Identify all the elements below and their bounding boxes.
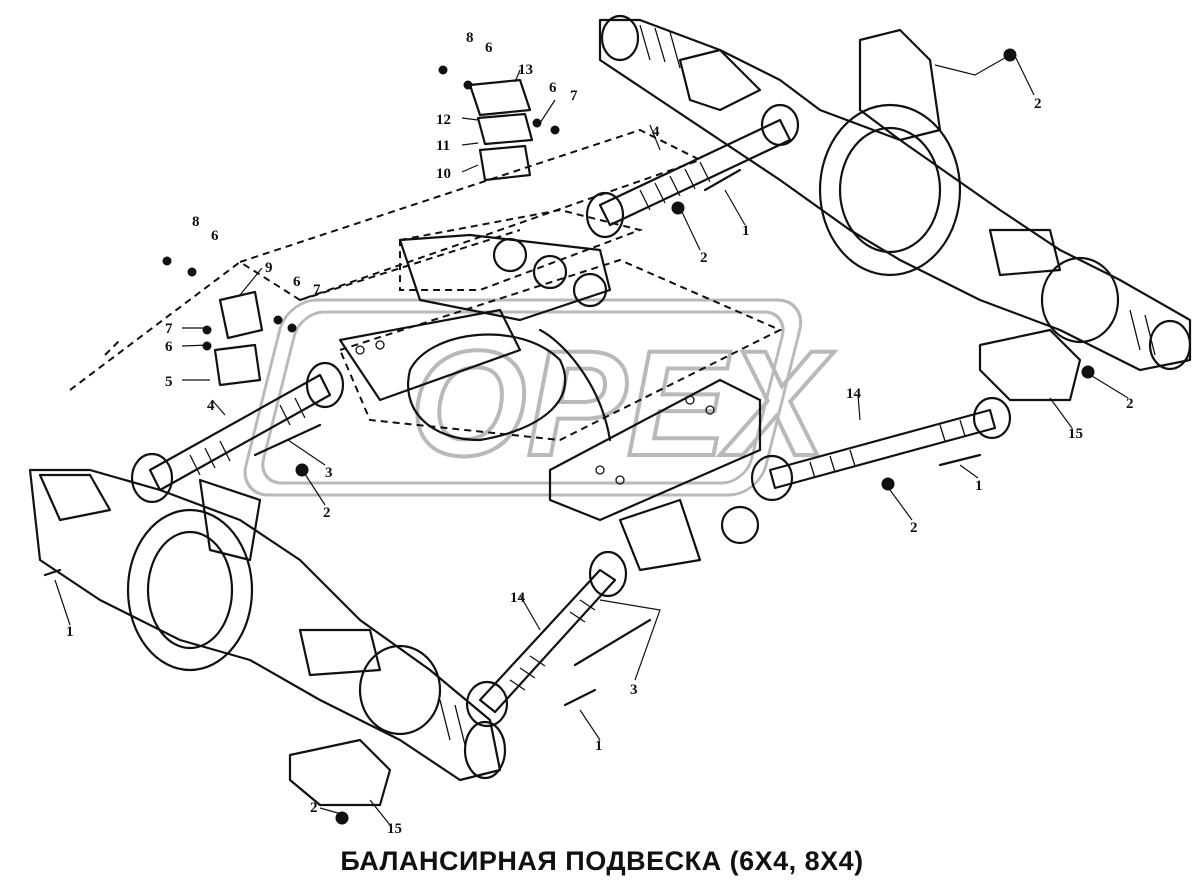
callout-6: 6 [211,228,219,244]
callout-4: 4 [652,124,660,140]
callout-3: 3 [630,682,638,698]
callout-7: 7 [313,282,321,298]
tie-rods [465,396,1012,728]
callout-15: 15 [387,821,402,837]
callout-labels: 1 1 1 1 2 2 2 2 2 2 3 3 4 4 5 6 6 6 6 6 … [66,30,1134,837]
suspension-drawing: OPEX [28,14,1192,837]
callout-10: 10 [436,166,451,182]
callout-2: 2 [700,250,708,266]
callout-14: 14 [510,590,526,606]
leader-lines [54,54,1129,826]
callout-3: 3 [325,465,333,481]
callout-9: 9 [265,260,273,276]
callout-8: 8 [466,30,474,46]
callout-7: 7 [165,321,173,337]
watermark-text: OPEX [410,319,835,487]
spring-seats [288,328,1082,807]
reaction-rods [130,103,800,504]
callout-12: 12 [436,112,451,128]
callout-14: 14 [846,386,862,402]
callout-2: 2 [1034,96,1042,112]
callout-2: 2 [1126,396,1134,412]
callout-2: 2 [910,520,918,536]
callout-15: 15 [1068,426,1083,442]
bracket-stacks [213,78,534,387]
callout-7: 7 [570,88,578,104]
callout-1: 1 [66,624,74,640]
callout-6: 6 [165,339,173,355]
callout-2: 2 [323,505,331,521]
rear-axle [598,14,1192,372]
fasteners [43,48,1095,825]
front-axle [28,468,507,782]
callout-4: 4 [207,398,215,414]
center-crossmember [338,233,762,572]
callout-6: 6 [293,274,301,290]
callout-6: 6 [485,40,493,56]
callout-2: 2 [310,800,318,816]
diagram-caption: БАЛАНСИРНАЯ ПОДВЕСКА (6Х4, 8Х4) [340,846,864,876]
callout-8: 8 [192,214,200,230]
callout-13: 13 [518,62,533,78]
callout-6: 6 [549,80,557,96]
callout-1: 1 [975,478,983,494]
callout-1: 1 [595,738,603,754]
callout-5: 5 [165,374,173,390]
callout-1: 1 [742,223,750,239]
callout-11: 11 [436,138,450,154]
